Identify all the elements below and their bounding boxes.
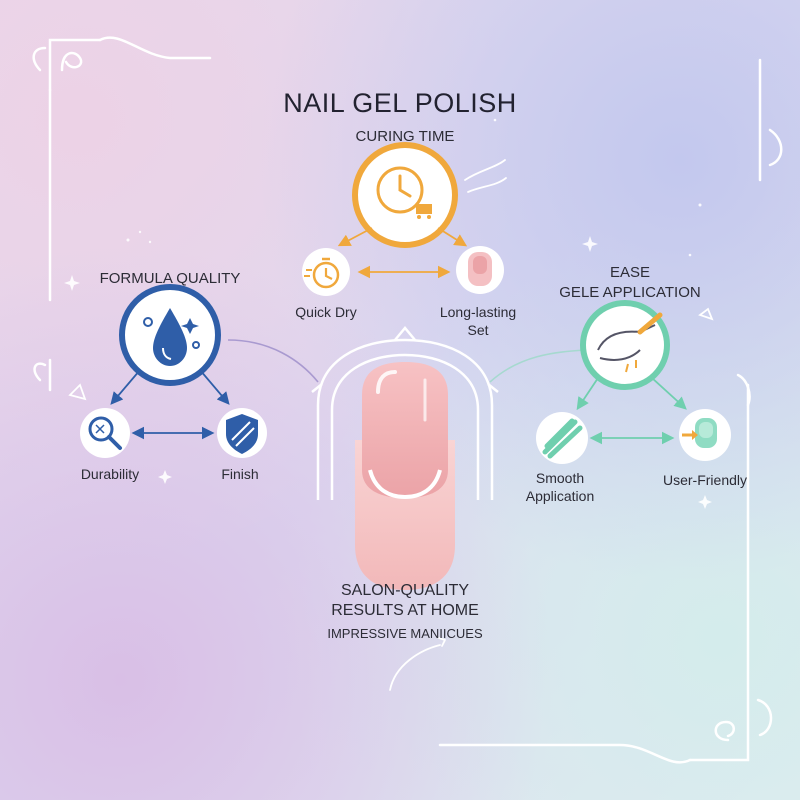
finish-shield-icon bbox=[217, 408, 267, 458]
formula-arrow-right bbox=[199, 369, 230, 405]
sparkle-decorations bbox=[64, 118, 712, 509]
ease-arrow-right bbox=[651, 377, 687, 410]
smooth-label-line1: Smooth bbox=[535, 470, 585, 486]
connector-ease-center bbox=[489, 349, 586, 383]
user-friendly-nail-arrow-icon bbox=[679, 409, 731, 461]
formula-arrow-left bbox=[110, 369, 141, 405]
long-lasting-nail-icon bbox=[456, 246, 504, 294]
ease-heading-line1: EASE bbox=[609, 264, 651, 281]
ease-arrow-left bbox=[576, 377, 599, 411]
connector-formula-center bbox=[227, 339, 319, 383]
long-lasting-label-line1: Long-lasting bbox=[439, 304, 517, 320]
ease-heading-line2: GELE APPLICATION bbox=[559, 284, 701, 301]
curing-arrow-right bbox=[437, 227, 468, 247]
center-caption-line3: IMPRESSIVE MANIICUES bbox=[327, 626, 483, 641]
smooth-brush-stroke-icon bbox=[536, 412, 588, 464]
center-nail-illustration bbox=[355, 362, 455, 590]
smooth-label-line2: Application bbox=[525, 488, 595, 504]
center-caption-line2: RESULTS AT HOME bbox=[331, 602, 479, 619]
frame-corner-bottom-left bbox=[33, 358, 52, 392]
curing-heading: CURING TIME bbox=[355, 128, 455, 145]
curing-arrow-left bbox=[337, 227, 373, 247]
frame-corner-top-left bbox=[32, 36, 212, 302]
curing-main-icon bbox=[352, 142, 458, 248]
durability-label: Durability bbox=[80, 466, 140, 482]
center-caption-line1: SALON-QUALITY bbox=[340, 582, 470, 599]
formula-main-icon bbox=[119, 284, 221, 386]
durability-magnifier-icon bbox=[80, 408, 130, 458]
center-arch-frame bbox=[311, 326, 499, 500]
swirl-decorations bbox=[68, 159, 714, 691]
quick-dry-label: Quick Dry bbox=[295, 304, 357, 320]
frame-corner-bottom-right bbox=[438, 373, 773, 764]
ease-main-icon bbox=[580, 300, 670, 390]
formula-heading: FORMULA QUALITY bbox=[99, 270, 241, 287]
page-title: NAIL GEL POLISH bbox=[283, 88, 517, 118]
finish-label: Finish bbox=[221, 466, 259, 482]
quick-dry-icon bbox=[302, 248, 350, 296]
frame-corner-top-right bbox=[758, 58, 783, 182]
user-friendly-label: User-Friendly bbox=[662, 472, 747, 488]
long-lasting-label-line2: Set bbox=[467, 322, 489, 338]
